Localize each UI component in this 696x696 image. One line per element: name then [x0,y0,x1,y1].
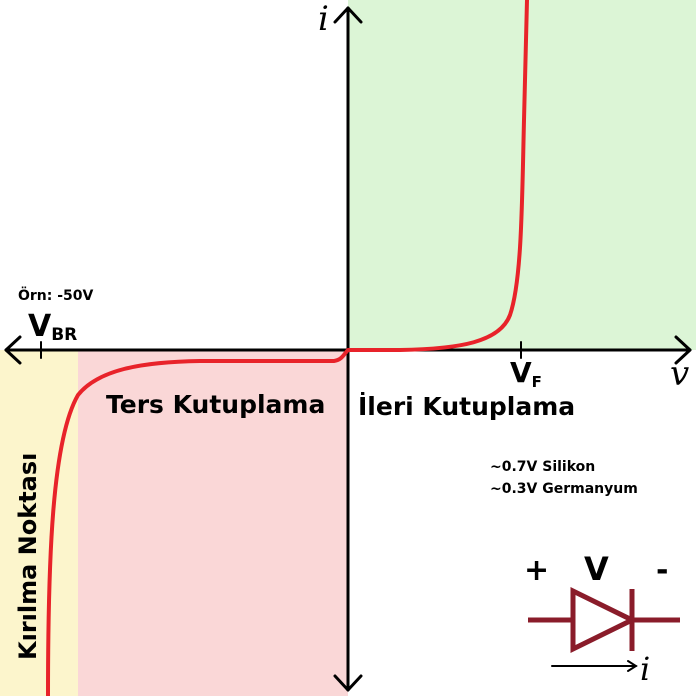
breakdown-region [0,350,78,696]
diode-plus-sign: + [524,553,549,588]
current-arrow-icon [551,660,638,672]
diode-current-label: i [640,650,650,688]
vf-label: VF [510,356,542,391]
breakdown-example: Örn: -50V [18,286,94,304]
forward-note-germanium: ~0.3V Germanyum [490,481,638,497]
x-axis-label: v [670,354,689,394]
diode-voltage-label: V [584,550,609,588]
vbr-sub: BR [51,325,77,345]
x-axis-right-arrow [674,335,692,365]
forward-note-silicon: ~0.7V Silikon [490,459,595,475]
y-axis-label: i [318,0,329,39]
reverse-region-label: Ters Kutuplama [106,390,325,419]
vf-sub: F [532,373,542,391]
forward-region-label: İleri Kutuplama [358,391,575,421]
y-axis-top-arrow [333,6,363,24]
diode-icon [528,586,680,654]
vbr-label: VBR [28,309,77,345]
y-axis-bottom-arrow [333,674,363,692]
x-axis-left-arrow [4,335,22,365]
vbr-main: V [28,309,52,344]
diode-minus-sign: - [656,553,668,588]
breakdown-region-label: Kırılma Noktası [14,453,42,660]
iv-curve [46,0,529,696]
vf-main: V [510,356,532,389]
diode-symbol: + V - i [524,550,680,688]
diode-triangle [570,586,638,654]
reverse-bias-region [78,350,348,696]
